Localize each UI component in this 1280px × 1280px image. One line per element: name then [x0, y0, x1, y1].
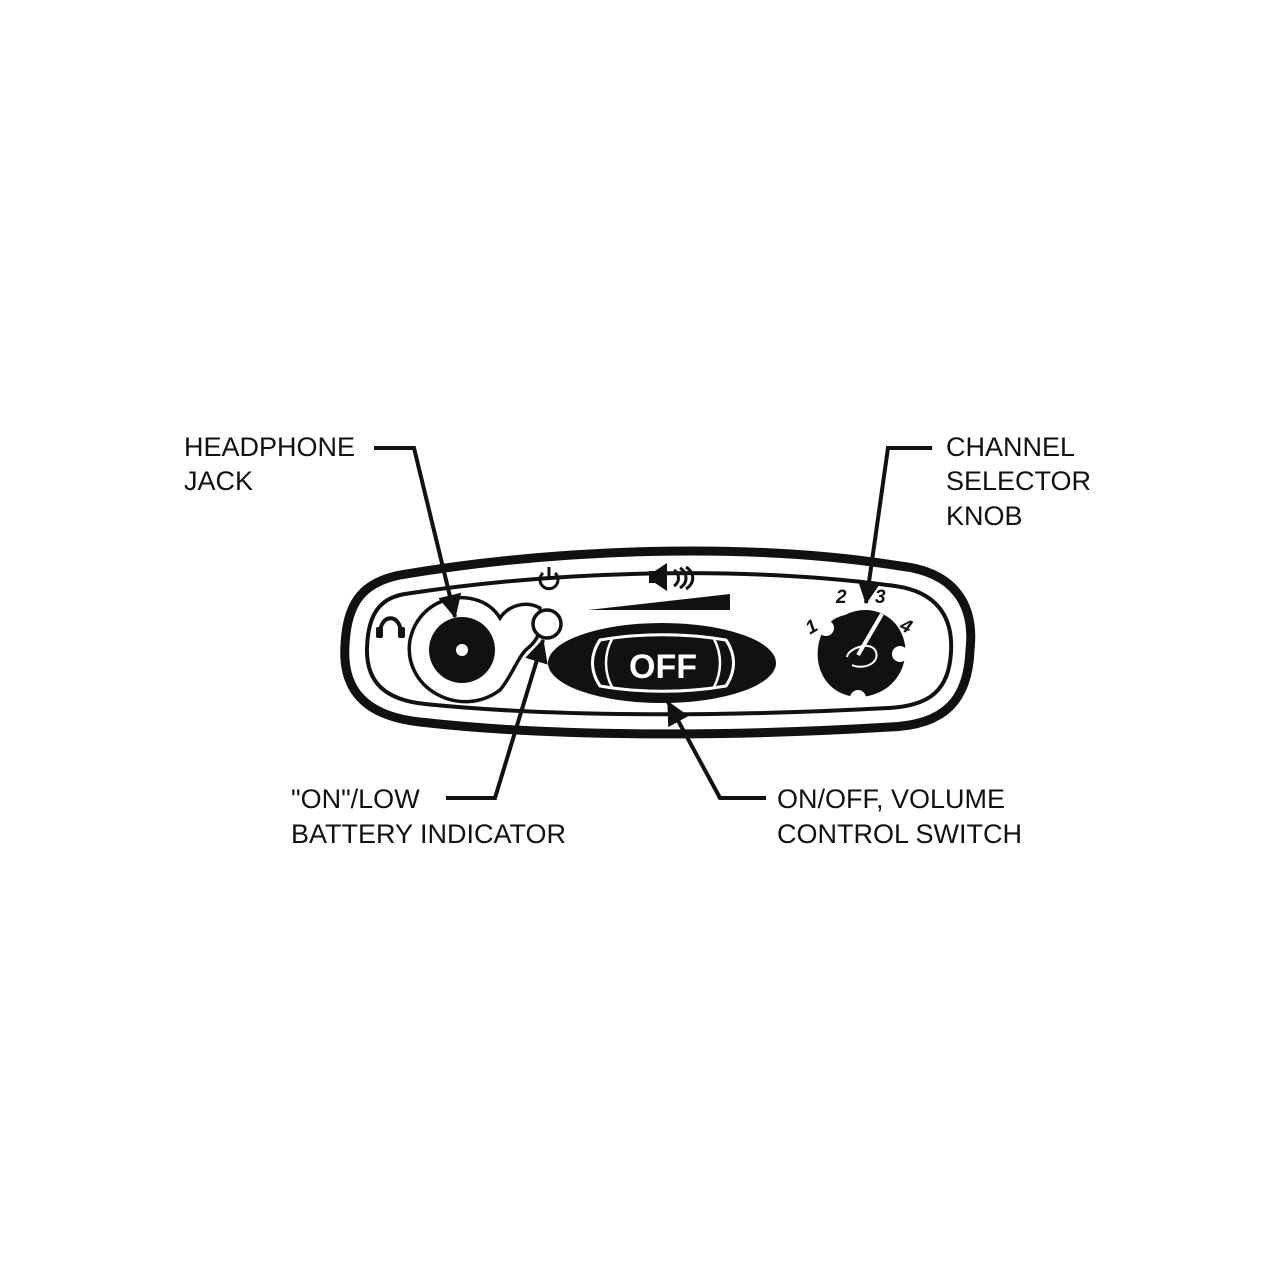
knob-notch-bottom — [850, 690, 866, 706]
jack-hole — [456, 644, 468, 656]
headphone-jack[interactable] — [407, 595, 543, 704]
knob-notch-1 — [818, 620, 834, 636]
label-headphone-jack: HEADPHONE JACK — [184, 432, 363, 496]
channel-label-3: 3 — [875, 587, 886, 608]
leader-volume-switch — [666, 700, 766, 800]
power-icon — [538, 567, 560, 591]
knob-notch-4 — [892, 646, 908, 662]
leader-headphone-jack — [374, 446, 462, 619]
headphone-icon — [376, 616, 405, 638]
label-volume-switch: ON/OFF, VOLUME CONTROL SWITCH — [777, 784, 1022, 849]
label-channel-selector: CHANNEL SELECTOR KNOB — [946, 432, 1099, 531]
speaker-volume-icon — [649, 563, 695, 591]
volume-ramp-icon — [588, 594, 730, 610]
channel-label-2: 2 — [835, 587, 847, 608]
switch-position-text: OFF — [629, 648, 697, 686]
leader-battery-indicator — [446, 638, 548, 800]
switch-wheel[interactable] — [591, 633, 735, 693]
knob-hub — [846, 644, 878, 668]
volume-control-switch[interactable]: OFF — [548, 623, 776, 703]
knob-body — [817, 609, 906, 697]
leader-channel-selector — [857, 446, 932, 605]
battery-indicator-led — [531, 608, 563, 640]
knob-pointer — [856, 612, 884, 657]
label-battery-indicator: "ON"/LOW BATTERY INDICATOR — [291, 784, 566, 849]
